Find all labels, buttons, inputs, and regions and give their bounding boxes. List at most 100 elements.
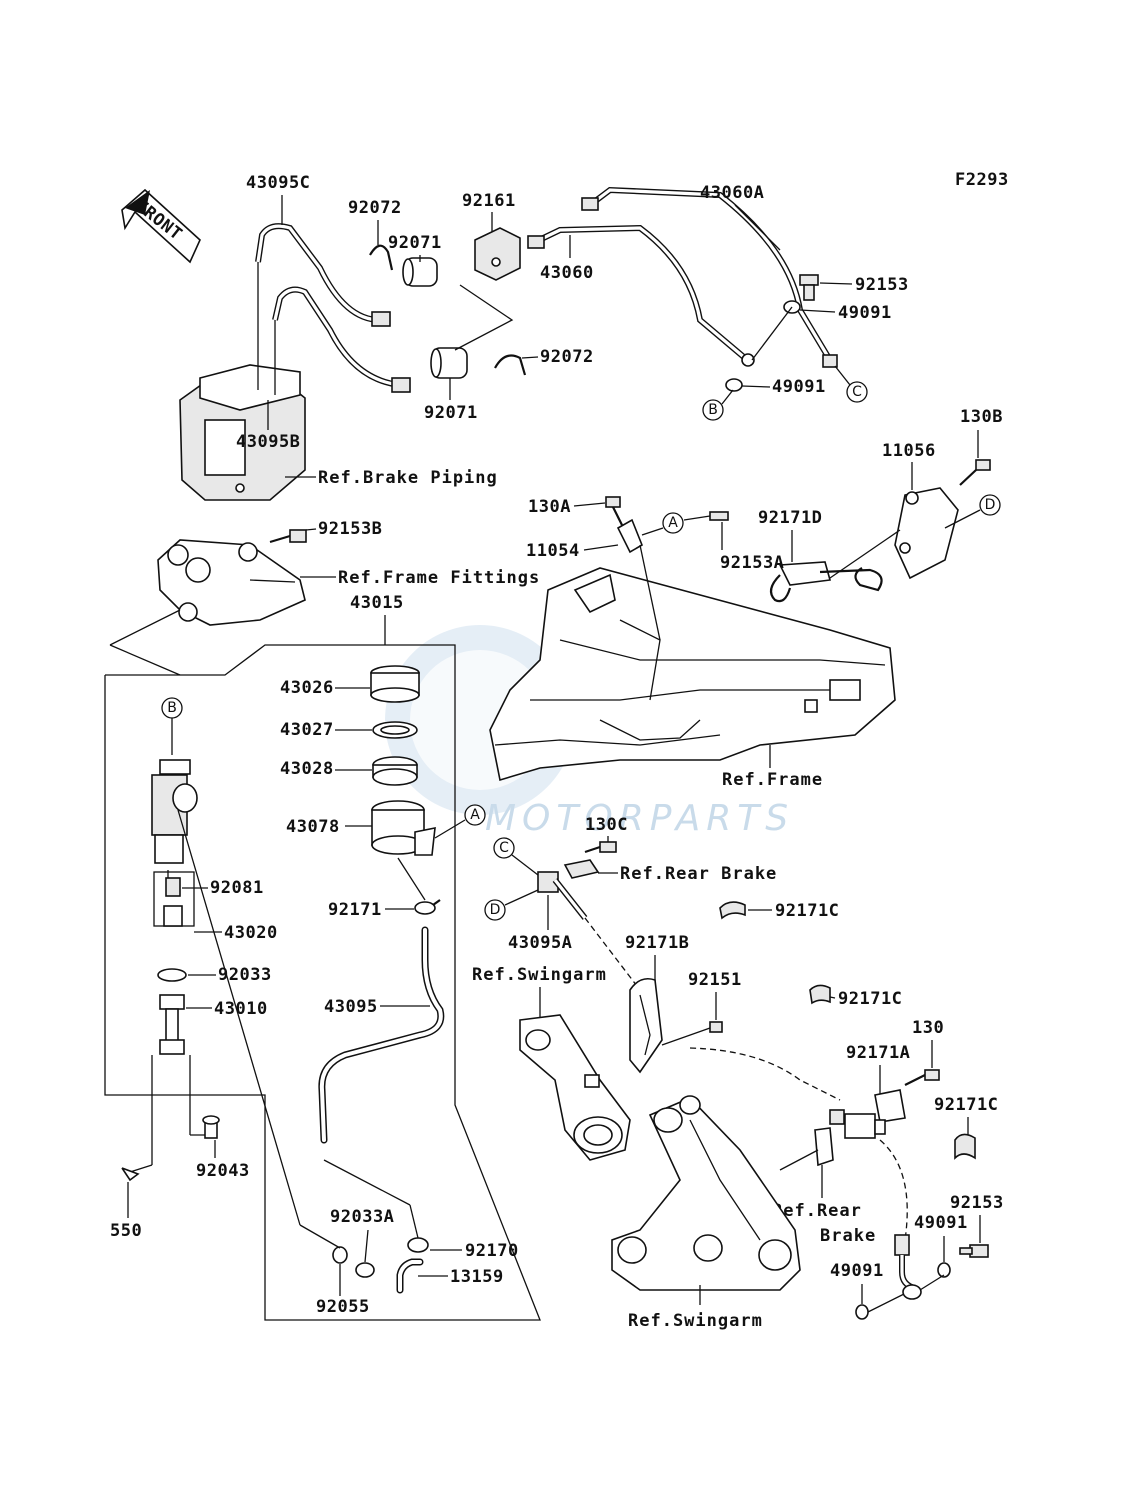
label-92071-lower: 92071	[424, 403, 478, 423]
rear-brake-mount	[563, 859, 600, 879]
joint-92161	[474, 227, 521, 281]
oring-92055	[332, 1246, 348, 1264]
clamp-92171C-lower	[954, 1133, 976, 1160]
label-43095: 43095	[324, 997, 378, 1017]
label-43015: 43015	[350, 593, 404, 613]
assembly-43015-outline	[104, 644, 541, 1321]
label-43010: 43010	[214, 999, 268, 1019]
brake-hose-43095C	[255, 223, 381, 390]
bolt-92153-lower	[959, 1244, 989, 1258]
spring-92081	[165, 877, 181, 897]
label-92033: 92033	[218, 965, 272, 985]
ref-rear-brake-b-line1: Ref.Rear	[772, 1201, 862, 1221]
label-49091-upper: 49091	[838, 303, 892, 323]
svg-text:A: A	[668, 515, 678, 531]
bolt-130B	[959, 459, 991, 486]
label-92171B: 92171B	[625, 933, 689, 953]
svg-text:C: C	[499, 840, 509, 856]
ref-rear-brake-b-line2: Brake	[820, 1226, 876, 1246]
bolt-130A	[605, 496, 621, 508]
label-92170: 92170	[465, 1241, 519, 1261]
brake-hose-43095B	[272, 286, 401, 395]
label-92171C-mid: 92171C	[838, 989, 902, 1009]
label-43095C: 43095C	[246, 173, 310, 193]
label-43020: 43020	[224, 923, 278, 943]
label-11054: 11054	[526, 541, 580, 561]
label-130B: 130B	[960, 407, 1003, 427]
bolt-130	[924, 1069, 940, 1081]
piston-43020	[163, 905, 183, 927]
label-43095A: 43095A	[508, 933, 572, 953]
svg-text:D: D	[985, 497, 996, 513]
watermark-text: MOTORPARTS	[485, 798, 794, 839]
label-43028: 43028	[280, 759, 334, 779]
label-92043: 92043	[196, 1161, 250, 1181]
fitting-rear-banjo	[894, 1234, 922, 1300]
rear-brake-bracket	[814, 1127, 834, 1167]
ref-frame-fittings: Ref.Frame Fittings	[338, 568, 540, 588]
bolt-92153-upper	[799, 274, 819, 301]
clamp-92170	[407, 1237, 429, 1253]
label-49091-lower: 49091	[772, 377, 826, 397]
hose-43095	[318, 926, 445, 1144]
callout-B-mid: B	[161, 697, 183, 719]
guard-92171B	[629, 977, 663, 1074]
label-92153-upper: 92153	[855, 275, 909, 295]
brake-pipe-43060A	[588, 186, 833, 362]
label-92171C-lower: 92171C	[934, 1095, 998, 1115]
swingarm-part-b	[611, 1095, 801, 1291]
ref-rear-brake-a: Ref.Rear Brake	[620, 864, 777, 884]
washer-49091-lower	[725, 378, 743, 392]
clip-92072-lower	[494, 354, 527, 376]
callout-C-top: C	[846, 381, 868, 403]
svg-text:D: D	[490, 902, 501, 918]
label-92171C-upper: 92171C	[775, 901, 839, 921]
ref-swingarm-a: Ref.Swingarm	[472, 965, 607, 985]
label-43026: 43026	[280, 678, 334, 698]
clip-92072-upper	[369, 244, 394, 271]
clip-92033A	[355, 1262, 375, 1278]
pin-92043	[202, 1115, 220, 1139]
callout-A-mid: A	[464, 804, 486, 826]
label-92081: 92081	[210, 878, 264, 898]
label-92171A: 92171A	[846, 1043, 910, 1063]
bracket-11054	[616, 518, 643, 554]
label-43027: 43027	[280, 720, 334, 740]
label-92151: 92151	[688, 970, 742, 990]
diagram-code: F2293	[955, 170, 1009, 190]
bolt-92153A	[709, 511, 729, 521]
label-92072-upper: 92072	[348, 198, 402, 218]
hose-fitting-b	[391, 377, 411, 393]
label-92153A: 92153A	[720, 553, 784, 573]
brake-switch	[829, 1109, 886, 1139]
callout-D-top: D	[979, 494, 1001, 516]
label-43060A: 43060A	[700, 183, 764, 203]
label-130A: 130A	[528, 497, 571, 517]
label-43078: 43078	[286, 817, 340, 837]
callout-D-mid: D	[484, 899, 506, 921]
clamp-92171C-mid	[809, 984, 831, 1005]
label-550: 550	[110, 1221, 142, 1241]
hose-43095A	[537, 871, 588, 920]
label-92153B: 92153B	[318, 519, 382, 539]
svg-text:B: B	[167, 700, 177, 716]
diaphragm-43028	[372, 756, 418, 786]
frame-section	[489, 567, 896, 782]
fitting-13159	[396, 1258, 424, 1294]
ref-swingarm-b: Ref.Swingarm	[628, 1311, 763, 1331]
bracket-92171A	[874, 1089, 906, 1123]
swingarm-part-a	[519, 1014, 631, 1161]
label-49091-right: 49091	[914, 1213, 968, 1233]
callout-C-mid: C	[493, 837, 515, 859]
grommet-92071-lower	[430, 347, 468, 379]
clamp-92171C-upper	[719, 901, 746, 920]
cap-43026	[370, 665, 420, 703]
label-11056: 11056	[882, 441, 936, 461]
bracket-11056	[894, 487, 959, 580]
label-43095B: 43095B	[236, 432, 300, 452]
bolt-130C	[584, 841, 617, 854]
callout-B-top: B	[702, 399, 724, 421]
pushrod-43010	[159, 994, 185, 1055]
